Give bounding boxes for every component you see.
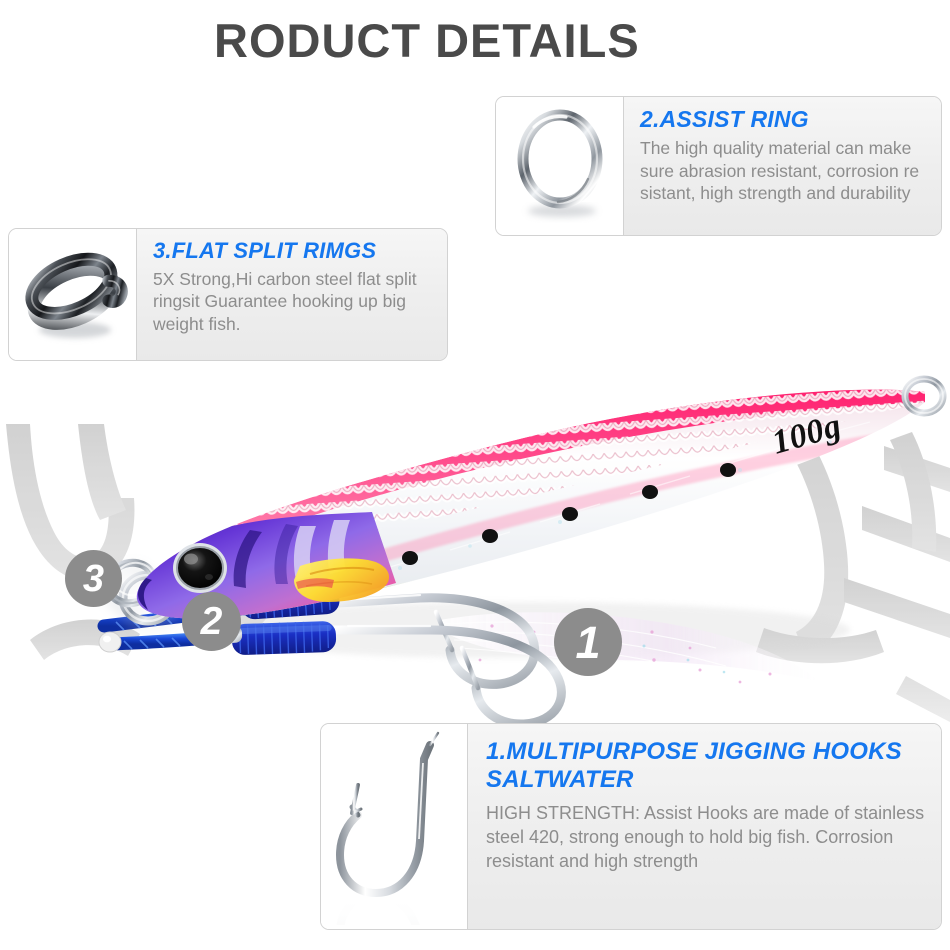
- assist-ring-title: 2.ASSIST RING: [640, 106, 809, 132]
- callout-badge-2[interactable]: 2: [182, 592, 241, 651]
- hooks-text-panel: 1.MULTIPURPOSE JIGGING HOOKS SALTWATER H…: [468, 724, 941, 929]
- assist-ring-description: The high quality material can make sure …: [640, 137, 920, 204]
- callout-card-hooks[interactable]: 1.MULTIPURPOSE JIGGING HOOKS SALTWATER H…: [320, 723, 942, 930]
- split-rings-text-panel: 3.FLAT SPLIT RIMGS 5X Strong,Hi carbon s…: [137, 229, 447, 360]
- page-title: RODUCT DETAILS: [214, 14, 640, 67]
- assist-ring-text-panel: 2.ASSIST RING The high quality material …: [624, 97, 941, 235]
- callout-card-split-rings[interactable]: 3.FLAT SPLIT RIMGS 5X Strong,Hi carbon s…: [8, 228, 448, 361]
- split-rings-description: 5X Strong,Hi carbon steel flat split rin…: [153, 268, 417, 335]
- split-ring-image: [9, 229, 137, 360]
- hooks-title: 1.MULTIPURPOSE JIGGING HOOKS SALTWATER: [486, 738, 902, 794]
- callout-card-assist-ring[interactable]: 2.ASSIST RING The high quality material …: [495, 96, 942, 236]
- callout-badge-3[interactable]: 3: [65, 550, 122, 607]
- split-rings-title: 3.FLAT SPLIT RIMGS: [153, 238, 377, 263]
- hooks-description: HIGH STRENGTH: Assist Hooks are made of …: [486, 802, 925, 871]
- assist-ring-image: [496, 97, 624, 235]
- fishing-hook-image: [321, 724, 468, 929]
- callout-badge-1[interactable]: 1: [554, 608, 622, 676]
- product-photo-jigging-lure: 100g: [97, 375, 947, 729]
